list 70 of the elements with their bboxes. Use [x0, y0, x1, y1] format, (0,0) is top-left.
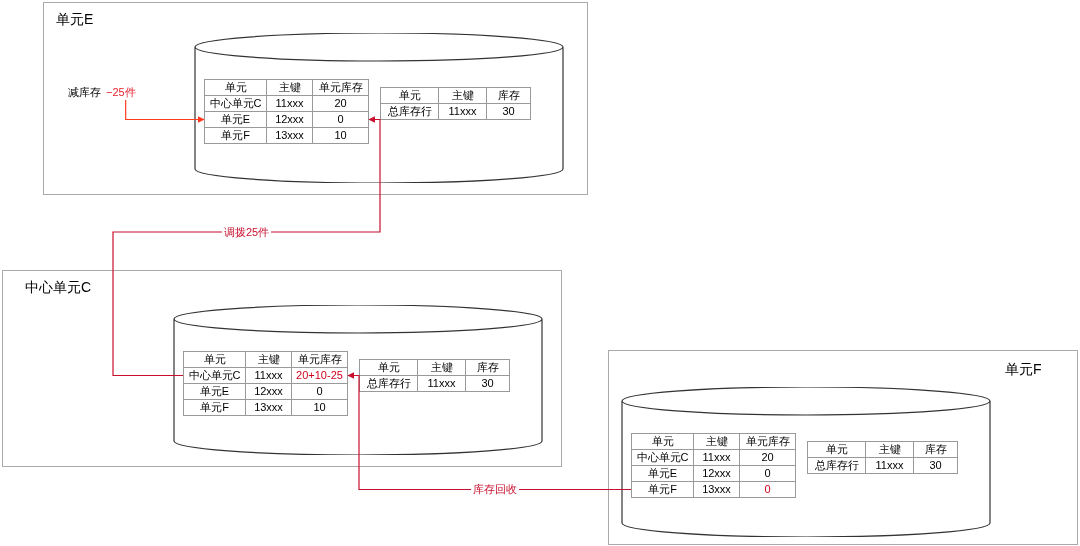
header-cell: 单元 [359, 359, 418, 376]
header-cell: 单元 [631, 433, 694, 450]
database-cylinder [194, 33, 564, 183]
table-cell: 30 [913, 457, 958, 474]
header-cell: 单元库存 [312, 79, 369, 96]
table-cell: 11xxx [417, 375, 466, 392]
header-cell: 单元库存 [291, 351, 348, 368]
table-cell: 20 [739, 449, 796, 466]
database-cylinder [621, 387, 991, 537]
panel-title: 单元F [1005, 361, 1042, 379]
table-cell: 单元F [183, 399, 246, 416]
table-cell: 单元E [631, 465, 694, 482]
table-cell: 总库存行 [380, 103, 439, 120]
note-text: 减库存 [68, 86, 101, 98]
header-cell: 库存 [913, 441, 958, 458]
table-cell: 11xxx [865, 457, 914, 474]
table-cell: 11xxx [266, 95, 313, 112]
header-cell: 单元 [807, 441, 866, 458]
table-cell: 13xxx [693, 481, 740, 498]
edge-label: 调拨25件 [222, 225, 272, 239]
table-cell: 12xxx [245, 383, 292, 400]
table-cell: 12xxx [693, 465, 740, 482]
arrow [125, 99, 205, 123]
header-cell: 主键 [245, 351, 292, 368]
table-cell: 13xxx [245, 399, 292, 416]
table-cell: 11xxx [438, 103, 487, 120]
table-cell: 中心单元C [183, 367, 246, 384]
table-cell: 30 [486, 103, 531, 120]
header-cell: 主键 [693, 433, 740, 450]
table-cell: 单元F [631, 481, 694, 498]
table-cell: 0 [312, 111, 369, 128]
table-cell: 20 [312, 95, 369, 112]
database-cylinder [173, 305, 543, 455]
header-cell: 库存 [486, 87, 531, 104]
table-cell: 0 [739, 481, 796, 498]
header-cell: 主键 [438, 87, 487, 104]
table-cell: 11xxx [245, 367, 292, 384]
table-cell: 11xxx [693, 449, 740, 466]
table-cell: 10 [312, 127, 369, 144]
table-cell: 10 [291, 399, 348, 416]
arrow [112, 116, 381, 377]
unit-panel [43, 2, 588, 195]
table-cell: 单元F [204, 127, 267, 144]
unit-panel [608, 350, 1078, 545]
table-cell: 单元E [183, 383, 246, 400]
table-cell: 总库存行 [359, 375, 418, 392]
quantity-text: −25件 [106, 86, 136, 98]
table-cell: 中心单元C [204, 95, 267, 112]
header-cell: 单元 [380, 87, 439, 104]
table-cell: 0 [291, 383, 348, 400]
header-cell: 主键 [266, 79, 313, 96]
panel-title: 中心单元C [25, 279, 92, 297]
header-cell: 单元库存 [739, 433, 796, 450]
arrow [347, 372, 632, 491]
header-cell: 主键 [865, 441, 914, 458]
table-cell: 0 [739, 465, 796, 482]
table-cell: 30 [465, 375, 510, 392]
header-cell: 库存 [465, 359, 510, 376]
header-cell: 单元 [204, 79, 267, 96]
table-cell: 单元E [204, 111, 267, 128]
edge-label: 库存回收 [471, 483, 519, 496]
panel-title: 单元E [56, 11, 94, 29]
table-cell: 中心单元C [631, 449, 694, 466]
header-cell: 单元 [183, 351, 246, 368]
header-cell: 主键 [417, 359, 466, 376]
table-cell: 12xxx [266, 111, 313, 128]
table-cell: 20+10-25 [291, 367, 348, 384]
table-cell: 总库存行 [807, 457, 866, 474]
table-cell: 13xxx [266, 127, 313, 144]
unit-panel [2, 270, 562, 467]
